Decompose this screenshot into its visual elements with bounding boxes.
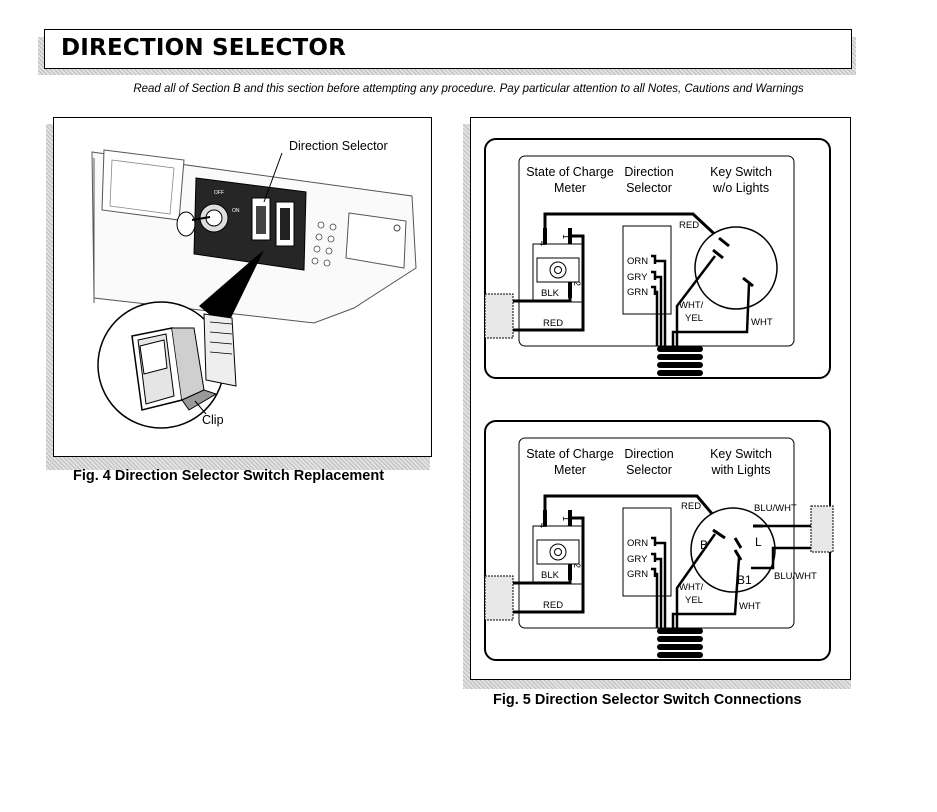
bottom-title-key-2: with Lights <box>710 463 770 477</box>
top-pin-1: 1 <box>561 234 571 239</box>
top-wire-whtyel-2: YEL <box>685 313 703 324</box>
bottom-wire-red-top: RED <box>681 501 701 512</box>
fig4-direction-selector-label: Direction Selector <box>289 139 388 153</box>
diagram-without-lights: State of Charge Meter Direction Selector… <box>484 138 831 379</box>
bottom-wire-grn: GRN <box>627 569 648 580</box>
fig4-off-label: OFF <box>214 190 224 196</box>
bottom-wire-wht: WHT <box>739 601 761 612</box>
top-pin-4: 4 <box>538 241 548 246</box>
bottom-term-b: B <box>700 538 708 552</box>
bottom-term-b1: B1 <box>737 573 752 587</box>
bottom-title-dir-1: Direction <box>624 447 673 461</box>
fig4-frame: OFF ON Direction Selector Clip <box>53 117 432 457</box>
bottom-wire-bluwht-top: BLU/WHT <box>754 503 797 514</box>
top-wire-gry: GRY <box>627 272 648 283</box>
fig5-wiring-diagrams: State of Charge Meter Direction Selector… <box>484 138 834 661</box>
top-title-key-2: w/o Lights <box>712 181 769 195</box>
top-wire-blk: BLK <box>541 288 560 299</box>
bottom-pin-2: 2 <box>572 563 582 568</box>
top-wire-red-bottom: RED <box>543 318 563 329</box>
top-title-key-1: Key Switch <box>710 165 772 179</box>
bottom-wire-bluwht-bottom: BLU/WHT <box>774 571 817 582</box>
bottom-wire-gry: GRY <box>627 554 648 565</box>
section-note: Read all of Section B and this section b… <box>133 83 804 95</box>
fig5-frame: State of Charge Meter Direction Selector… <box>470 117 851 680</box>
bottom-wire-orn: ORN <box>627 538 648 549</box>
top-wire-grn: GRN <box>627 287 648 298</box>
fig4-illustration: OFF ON Direction Selector Clip <box>91 139 417 429</box>
bottom-pin-4: 4 <box>538 523 548 528</box>
bottom-wire-whtyel-1: WHT/ <box>679 582 704 593</box>
bottom-term-l: L <box>755 535 762 549</box>
top-title-dir-2: Selector <box>626 181 672 195</box>
fig5-caption: Fig. 5 Direction Selector Switch Connect… <box>493 692 802 708</box>
top-title-meter-2: Meter <box>554 181 586 195</box>
fig4-caption: Fig. 4 Direction Selector Switch Replace… <box>73 468 385 484</box>
bottom-title-dir-2: Selector <box>626 463 672 477</box>
diagram-with-lights: State of Charge Meter Direction Selector… <box>484 420 834 661</box>
bottom-wire-blk: BLK <box>541 570 560 581</box>
bottom-wire-whtyel-2: YEL <box>685 595 703 606</box>
top-wire-orn: ORN <box>627 256 648 267</box>
page-title: DIRECTION SELECTOR <box>61 35 347 61</box>
bottom-title-key-1: Key Switch <box>710 447 772 461</box>
bottom-title-meter-1: State of Charge <box>526 447 614 461</box>
top-wire-red-top: RED <box>679 220 699 231</box>
top-wire-wht: WHT <box>751 317 773 328</box>
bottom-pin-1: 1 <box>561 516 571 521</box>
top-title-meter-1: State of Charge <box>526 165 614 179</box>
top-title-dir-1: Direction <box>624 165 673 179</box>
fig4-clip-label: Clip <box>202 413 224 427</box>
top-wire-whtyel-1: WHT/ <box>679 300 704 311</box>
bottom-title-meter-2: Meter <box>554 463 586 477</box>
fig4-on-label: ON <box>232 208 240 214</box>
header-banner: DIRECTION SELECTOR <box>44 29 852 69</box>
top-pin-2: 2 <box>572 281 582 286</box>
bottom-wire-red-bottom: RED <box>543 600 563 611</box>
